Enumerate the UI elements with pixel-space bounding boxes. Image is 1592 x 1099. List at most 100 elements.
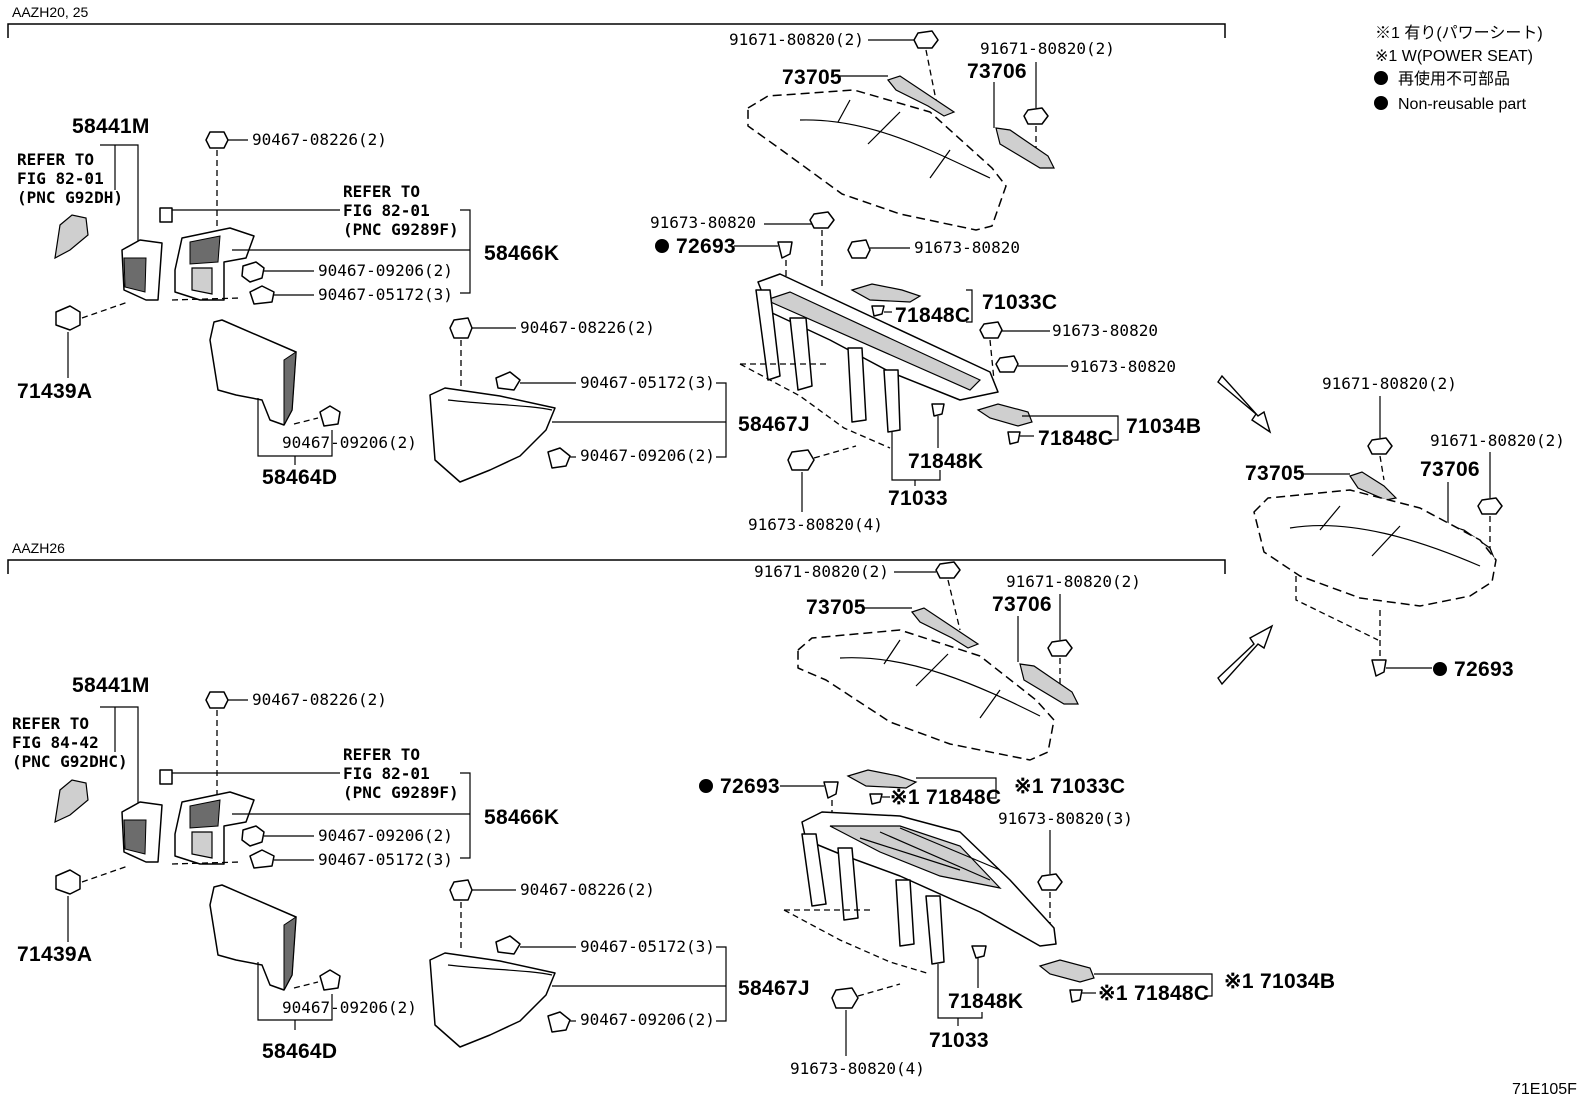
label-90467-09206-bb: 90467-09206(2) [318,826,453,845]
dashed-line [293,417,319,425]
arrow-icon [1217,624,1274,686]
label-58464D-b: 58464D [262,1040,337,1063]
hinge-73706 [995,127,1055,169]
pin-72693-b [823,781,839,799]
label-90467-05172-bb: 90467-05172(3) [318,850,453,869]
seat-cushion-r [1253,489,1497,607]
label-73706-r: 73706 [1420,458,1480,481]
frame-leg [801,833,827,907]
label-72693: 72693 [676,235,736,258]
dashed-line [989,339,995,381]
section-label-bottom: AAZH26 [12,540,65,556]
ref-text: REFER TO [17,150,94,169]
label-91671-80820: 91671-80820(2) [729,30,864,49]
leader [716,946,727,1022]
frame-leg [883,369,901,433]
dashed-line [783,909,931,975]
leader [100,706,139,805]
non-reusable-dot-icon [655,239,669,253]
side-panel-shade [283,916,297,991]
seat-cushion [747,89,1007,231]
label-71848C-bc: ※1 71848C [1098,982,1209,1005]
ref-text: (PNC G92DH) [17,188,123,207]
side-panel-58464D [209,319,297,426]
label-91671-80820-bc: 91671-80820(2) [1006,572,1141,591]
ref-marker [159,769,173,785]
dashed-line [81,301,129,319]
hinge-73705 [886,75,956,117]
leader [891,432,941,481]
label-71439A-b: 71439A [17,943,92,966]
leader [100,144,139,245]
leader [937,964,983,1019]
label-90467-09206-bd: 90467-09206(2) [580,1010,715,1029]
cushion-contour [867,111,901,145]
legend-power-seat-en: ※1 W(POWER SEAT) [1375,48,1533,65]
clip-90467-08226 [205,131,229,149]
label-91671-80820-r: 91671-80820(2) [1322,374,1457,393]
cushion-contour [1371,525,1401,557]
leader [460,772,471,859]
ref-marker [159,207,173,223]
label-90467-09206: 90467-09206(2) [318,261,453,280]
dashed-line [171,297,241,301]
bolt-91673-80820-c [979,321,1003,339]
cushion-contour [929,149,951,179]
label-91673-80820-bc: 91673-80820(4) [790,1059,925,1078]
non-reusable-dot-icon [1374,71,1388,85]
ref-text: (PNC G9289F) [343,783,459,802]
screw-71848C-b [1007,431,1021,445]
clip-71439A-b [55,869,81,895]
label-71848K: 71848K [908,450,983,473]
screw-71848C [871,305,885,317]
cushion-contour [839,657,1041,717]
pin-72693-r [1371,659,1387,677]
label-73706: 73706 [967,60,1027,83]
hinge-cover-shade [123,819,147,855]
label-90467-05172-b: 90467-05172(3) [580,373,715,392]
leader [460,209,471,294]
seat-frame-bar [764,291,982,391]
non-reusable-dot-icon [1433,662,1447,676]
label-91673-80820-d: 91673-80820 [1070,357,1176,376]
cushion-contour [979,689,1001,719]
hinge-73705-r [1349,471,1398,501]
clip-90467-05172-b [495,371,521,391]
contour [447,399,553,411]
contour [447,964,553,976]
dashed-line [171,861,241,865]
frame-leg [925,895,945,965]
legend-nonreuse-en: Non-reusable part [1398,96,1527,113]
bracket-71033C [850,283,922,303]
shoulder-cover-58467J [429,387,556,483]
legend: ※1 有り(パワーシート) ※1 W(POWER SEAT) 再使用不可部品 N… [1374,24,1543,113]
bracket-71033C-b [846,769,918,789]
ref-text: REFER TO [343,182,420,201]
bolt-91673-80820 [809,211,835,229]
label-58466K: 58466K [484,242,559,265]
seat-cushion-b [797,629,1055,761]
cushion-contour [837,99,851,123]
leader [916,777,997,799]
label-91671-80820-r2: 91671-80820(2) [1430,431,1565,450]
clip-90467-09206-bd [547,1011,571,1033]
side-panel-shade [283,351,297,426]
ref-text: FIG 82-01 [343,764,430,783]
frame-slats [859,827,1001,881]
label-73705: 73705 [782,66,842,89]
non-reusable-dot-icon [699,779,713,793]
label-91673-80820-c: 91673-80820 [1052,321,1158,340]
dashed-line [81,865,129,883]
label-58467J-b: 58467J [738,977,810,1000]
cushion-contour [915,653,949,687]
label-91673-80820: 91673-80820 [650,213,756,232]
label-71848C-bb: ※1 71848C [890,786,1001,809]
hinge-bracket-shape [54,779,89,824]
side-panel-58464D-b [209,884,297,991]
hinge-cover-shade [123,257,147,293]
dashed-line [947,579,961,631]
bolt-91671-80820-bb [935,561,961,579]
label-91673-80820-e: 91673-80820(4) [748,515,883,534]
bracket-71034B-b [1038,959,1095,983]
label-71439A: 71439A [17,380,92,403]
